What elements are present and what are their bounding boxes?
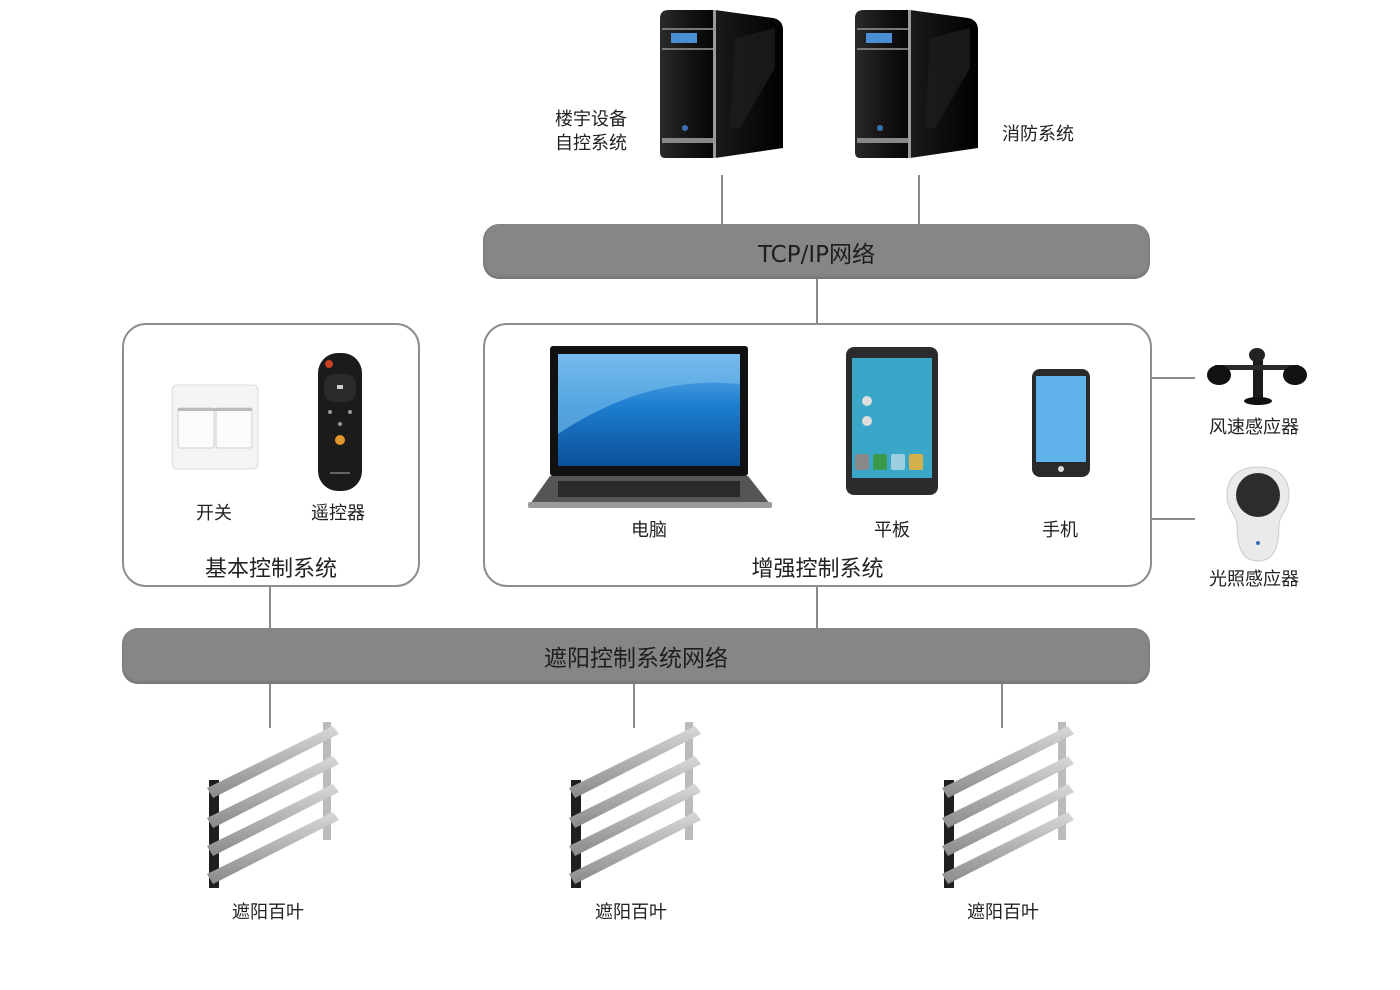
server-tower-icon: [855, 10, 978, 158]
tcpip-network-label: TCP/IP网络: [757, 241, 876, 268]
laptop-icon: [528, 344, 772, 519]
fire-protection-label: 消防系统: [1002, 124, 1074, 145]
wind-sensor-label: 风速感应器: [1209, 417, 1299, 438]
wall-switch-icon: [171, 384, 259, 470]
building-automation-label-line2: 自控系统: [555, 133, 627, 154]
smartphone-icon: [1031, 368, 1091, 478]
louver-icon: [207, 722, 339, 888]
louver-unit-1: [205, 720, 341, 888]
light-sensor-label: 光照感应器: [1209, 569, 1299, 590]
connector-basic-shading: [269, 585, 271, 629]
connector-server1-tcpip: [721, 175, 723, 225]
smartphone-label: 手机: [1042, 520, 1078, 541]
tablet-label: 平板: [874, 520, 910, 541]
connector-shading-louver1: [269, 684, 271, 728]
anemometer-icon: [1205, 345, 1309, 410]
server-tower-icon: [660, 10, 783, 158]
remote-control-icon: [317, 352, 363, 492]
louver-unit-2: [567, 720, 703, 888]
building-automation-server: [655, 8, 785, 163]
connector-server2-tcpip: [918, 175, 920, 225]
basic-control-title: 基本控制系统: [204, 557, 337, 582]
fire-protection-server: [850, 8, 980, 163]
shading-control-network-label: 遮阳控制系统网络: [544, 646, 728, 672]
tcpip-network-bus: TCP/IP网络: [483, 224, 1150, 279]
enhanced-control-title: 增强控制系统: [751, 557, 884, 582]
louver-icon: [942, 722, 1074, 888]
louver-label-2: 遮阳百叶: [595, 902, 667, 923]
louver-unit-3: [940, 720, 1076, 888]
wall-switch-label: 开关: [196, 503, 232, 524]
tablet-icon: [845, 346, 939, 496]
building-automation-label: 楼宇设备 自控系统: [555, 108, 627, 156]
louver-label-1: 遮阳百叶: [232, 902, 304, 923]
connector-enhanced-light-sensor: [1150, 518, 1195, 520]
remote-control-label: 遥控器: [311, 503, 365, 524]
laptop-label: 电脑: [631, 520, 667, 541]
connector-shading-louver2: [633, 684, 635, 728]
connector-tcpip-enhanced: [816, 279, 818, 323]
louver-icon: [569, 722, 701, 888]
connector-shading-louver3: [1001, 684, 1003, 728]
shading-control-network-bus: 遮阳控制系统网络: [122, 628, 1150, 684]
building-automation-label-line1: 楼宇设备: [555, 109, 627, 130]
basic-control-system: [122, 323, 420, 587]
connector-enhanced-wind-sensor: [1150, 377, 1195, 379]
louver-label-3: 遮阳百叶: [967, 902, 1039, 923]
light-sensor-icon: [1225, 465, 1291, 563]
connector-enhanced-shading: [816, 585, 818, 629]
